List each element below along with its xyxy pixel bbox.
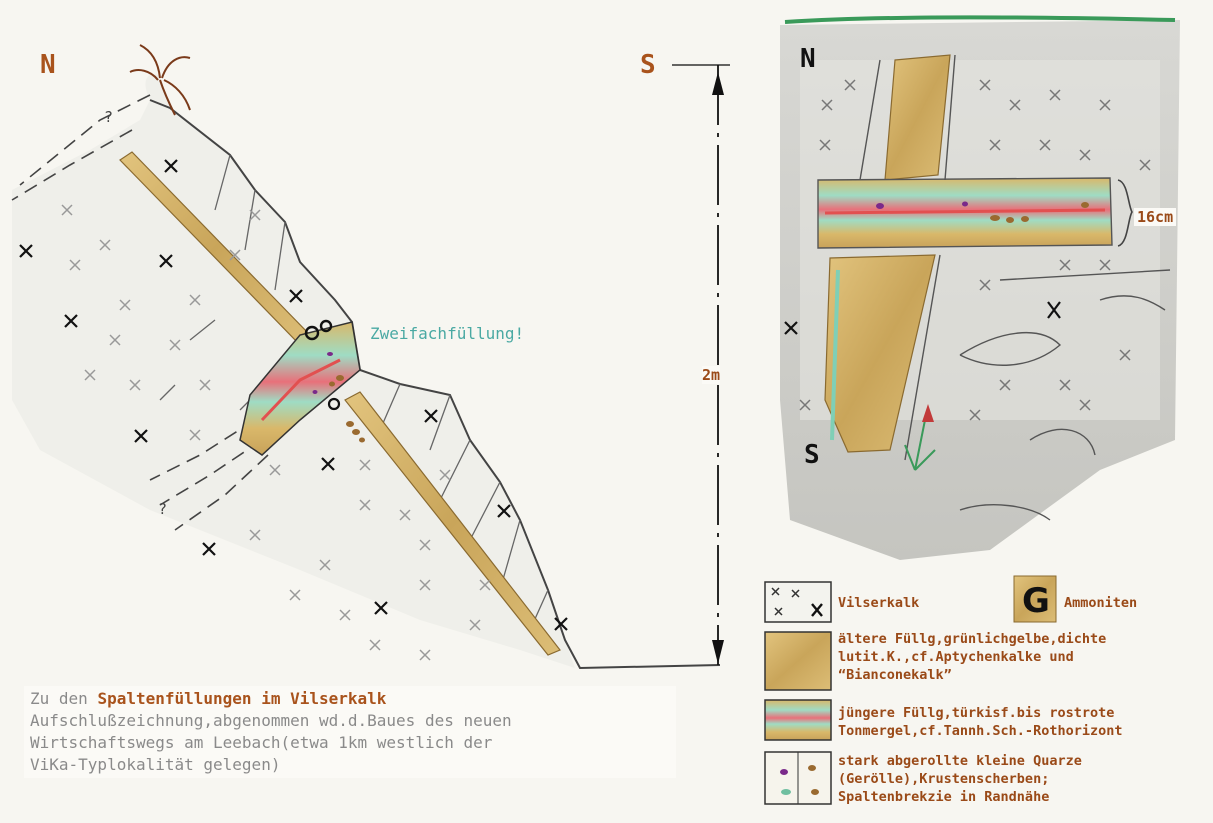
legend-vilserkalk: Vilserkalk (838, 594, 919, 612)
legend-younger-fill: jüngere Füllg,türkisf.bis rostrote Tonme… (838, 704, 1122, 740)
caption-title-line: Zu den Spaltenfüllungen im Vilserkalk (30, 688, 670, 710)
legend-line: jüngere Füllg,türkisf.bis rostrote (838, 704, 1122, 722)
north-label-right: N (800, 44, 816, 74)
legend-line: Spaltenbrekzie in Randnähe (838, 788, 1082, 806)
arrow-up-icon (712, 72, 724, 95)
legend-quartz: stark abgerollte kleine Quarze (Gerölle)… (838, 752, 1082, 806)
legend-ammoniten: Ammoniten (1064, 594, 1137, 612)
legend-line: Tonmergel,cf.Tannh.Sch.-Rothorizont (838, 722, 1122, 740)
legend-line: ältere Füllg,grünlichgelbe,dichte (838, 630, 1106, 648)
right-sketch (780, 17, 1180, 560)
legend-line: stark abgerollte kleine Quarze (838, 752, 1082, 770)
caption-intro: Zu den (30, 689, 97, 708)
legend-line: (Gerölle),Krustenscherben; (838, 770, 1082, 788)
south-label-right: S (804, 440, 820, 470)
south-label-left: S (640, 50, 656, 80)
ammonite-icon: G (1022, 581, 1050, 621)
legend-line: “Bianconekalk” (838, 666, 1106, 684)
double-fill-label: Zweifachfüllung! (370, 324, 524, 343)
north-label-left: N (40, 50, 56, 80)
caption-line: Aufschlußzeichnung,abgenommen wd.d.Baues… (30, 710, 670, 732)
arrow-down-icon (712, 640, 724, 664)
thickness-label: 16cm (1134, 208, 1176, 226)
caption: Zu den Spaltenfüllungen im Vilserkalk Au… (24, 686, 676, 778)
caption-line: Wirtschaftswegs am Leebach(etwa 1km west… (30, 732, 670, 754)
height-label: 2m (702, 366, 720, 384)
legend-older-fill: ältere Füllg,grünlichgelbe,dichte lutit.… (838, 630, 1106, 684)
height-scale (672, 65, 730, 665)
uncertainty-mark: ? (158, 500, 167, 518)
caption-title: Spaltenfüllungen im Vilserkalk (97, 689, 386, 708)
caption-line: ViKa-Typlokalität gelegen) (30, 754, 670, 776)
left-cross-section (12, 45, 720, 668)
uncertainty-mark: ? (104, 108, 113, 126)
legend-line: lutit.K.,cf.Aptychenkalke und (838, 648, 1106, 666)
